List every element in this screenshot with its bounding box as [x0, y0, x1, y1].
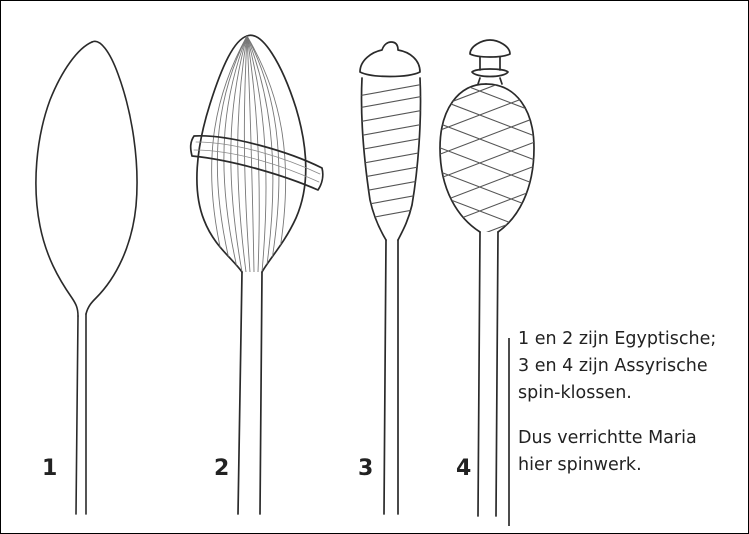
caption-line-4: Dus verrichtte Maria — [518, 425, 740, 452]
caption-line-5: hier spinwerk. — [518, 452, 740, 479]
caption: 1 en 2 zijn Egyptische; 3 en 4 zijn Assy… — [518, 326, 740, 479]
label-4: 4 — [456, 458, 471, 480]
caption-gap — [518, 407, 740, 425]
label-2: 2 — [214, 458, 229, 480]
spindle-1 — [36, 41, 137, 514]
spindle-2 — [191, 35, 323, 514]
caption-line-2: 3 en 4 zijn Assyrische — [518, 353, 740, 380]
label-3: 3 — [358, 458, 373, 480]
caption-line-3: spin-klossen. — [518, 380, 740, 407]
label-1: 1 — [42, 458, 57, 480]
spindle-3 — [358, 42, 424, 514]
caption-line-1: 1 en 2 zijn Egyptische; — [518, 326, 740, 353]
